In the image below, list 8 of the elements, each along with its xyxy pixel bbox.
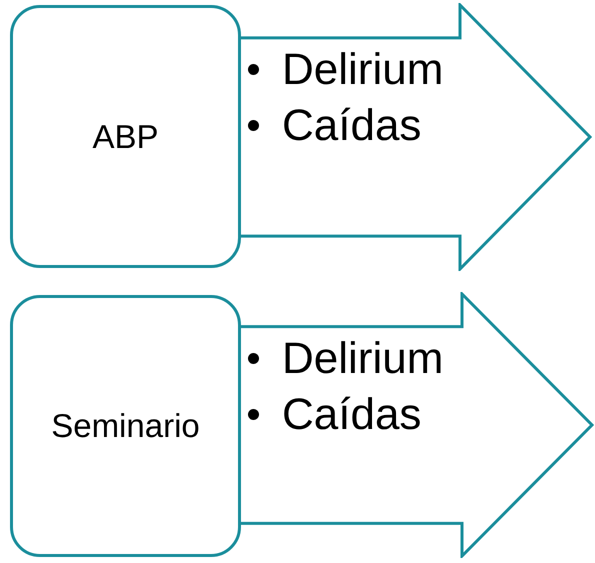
bullet-text: Delirium [282,336,444,381]
box-label: ABP [92,116,159,157]
rounded-box [10,295,241,557]
bullet-text: Caídas [282,104,422,148]
rounded-box [10,5,241,268]
box-label: Seminario [51,406,200,446]
bullet-text: Delirium [282,48,444,92]
bullet-text: Caídas [282,392,422,437]
